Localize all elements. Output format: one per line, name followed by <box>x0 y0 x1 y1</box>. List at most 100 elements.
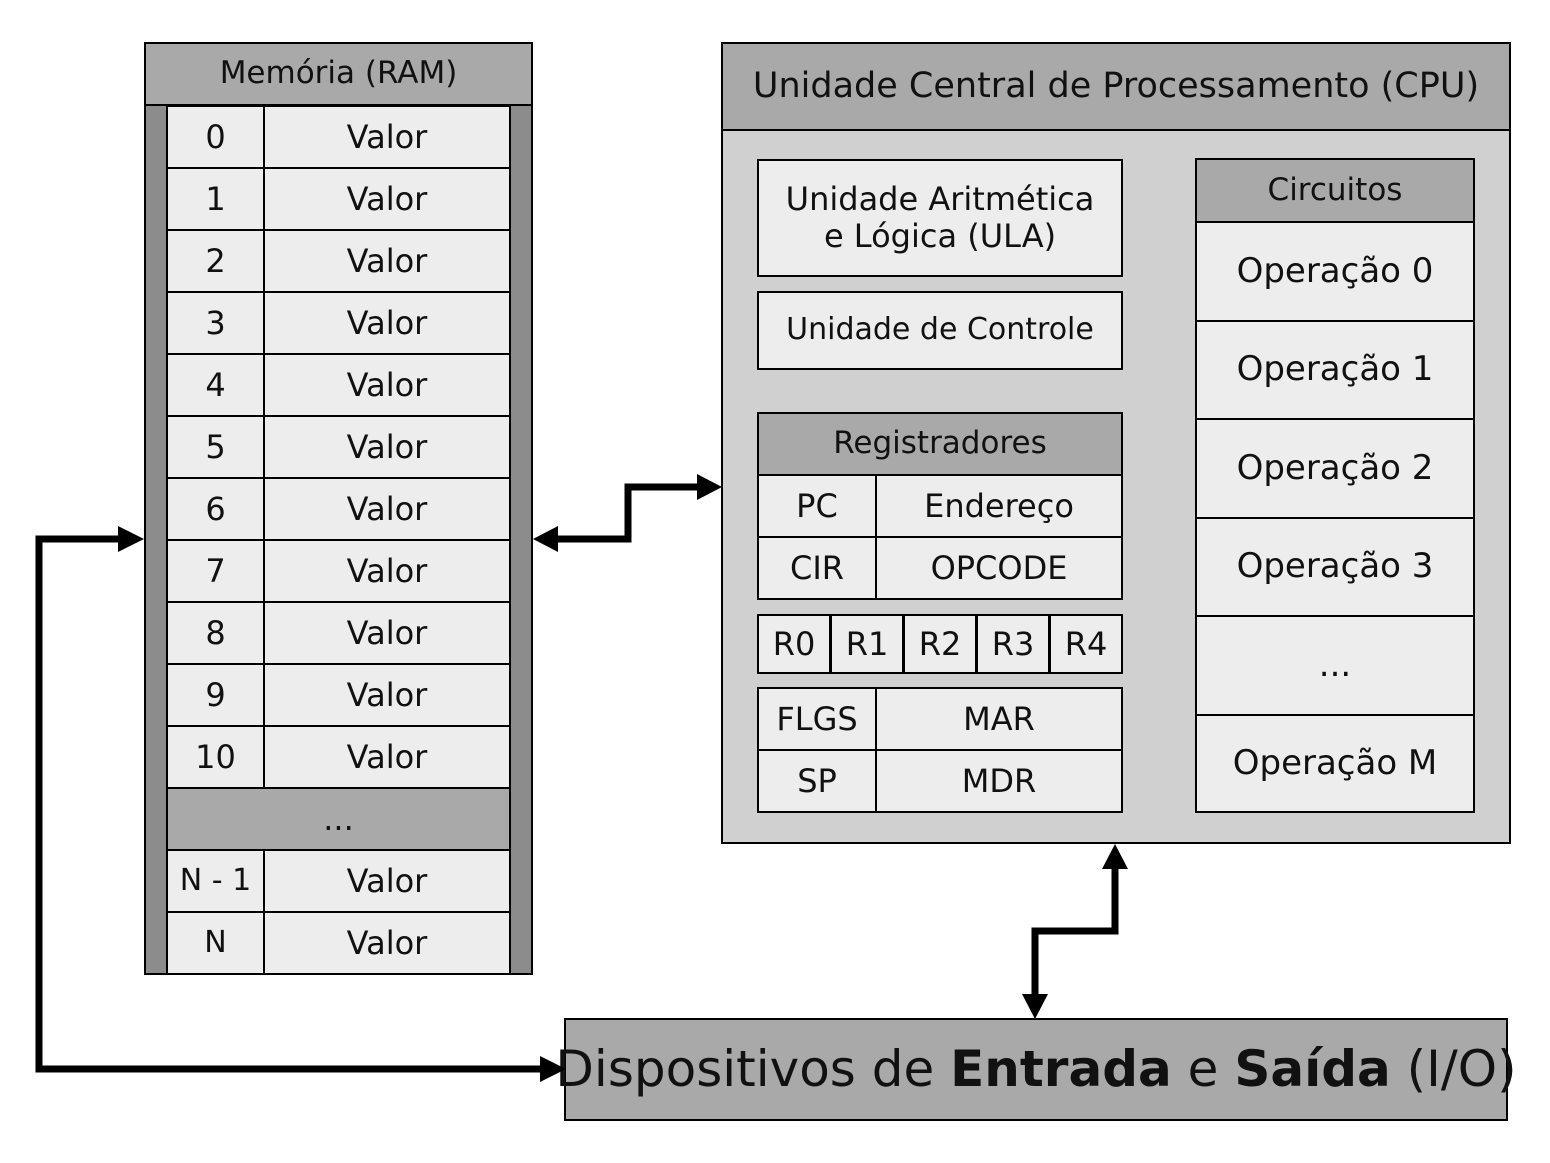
memory-address-8-text: 8 <box>205 613 226 652</box>
control-unit-box: Unidade de Controle <box>757 291 1123 370</box>
circuit-operation-4: ... <box>1195 615 1475 716</box>
memory-value-0-text: Valor <box>346 117 428 156</box>
memory-value-tail-1-text: Valor <box>346 923 428 962</box>
memory-value-7-text: Valor <box>346 551 428 590</box>
memory-address-10-text: 10 <box>195 737 236 776</box>
pc-value-text: Endereço <box>924 486 1074 525</box>
memory-value-1: Valor <box>263 167 511 231</box>
memory-value-tail-0: Valor <box>263 849 511 913</box>
memory-value-8-text: Valor <box>346 613 428 652</box>
register-r1: R1 <box>830 614 904 674</box>
arrowhead-to-memory-left <box>118 526 144 552</box>
register-r2-text: R2 <box>918 624 962 663</box>
register-r3-text: R3 <box>991 624 1035 663</box>
register-sp: SP <box>757 749 877 813</box>
memory-address-4-text: 4 <box>205 365 226 404</box>
io-text-and: e <box>1171 1039 1235 1098</box>
memory-address-tail-0-text: N - 1 <box>179 862 252 898</box>
register-flgs: FLGS <box>757 687 877 751</box>
memory-value-9-text: Valor <box>346 675 428 714</box>
mdr-text: MDR <box>961 761 1037 800</box>
memory-ellipsis-text: ... <box>323 799 354 838</box>
memory-address-8: 8 <box>166 601 265 665</box>
register-r1-text: R1 <box>845 624 889 663</box>
circuit-operation-3: Operação 3 <box>1195 516 1475 617</box>
circuit-operation-3-text: Operação 3 <box>1236 546 1434 587</box>
circuit-operation-0-text: Operação 0 <box>1236 250 1434 291</box>
memory-value-3: Valor <box>263 291 511 355</box>
io-devices-box: Dispositivos de Entrada e Saída (I/O) <box>555 1018 1517 1121</box>
control-unit-label: Unidade de Controle <box>786 312 1094 348</box>
memory-ellipsis: ... <box>166 787 511 851</box>
circuit-operation-1: Operação 1 <box>1195 319 1475 420</box>
memory-address-2-text: 2 <box>205 241 226 280</box>
memory-address-3-text: 3 <box>205 303 226 342</box>
memory-address-tail-1: N <box>166 911 265 975</box>
pc-label-text: PC <box>796 486 838 525</box>
io-text-part1: Dispositivos de <box>555 1039 951 1098</box>
memory-value-6-text: Valor <box>346 489 428 528</box>
io-text: Dispositivos de Entrada e Saída (I/O) <box>555 1039 1517 1099</box>
memory-address-7-text: 7 <box>205 551 226 590</box>
memory-value-1-text: Valor <box>346 179 428 218</box>
registers-title-text: Registradores <box>833 425 1047 462</box>
cpu-title: Unidade Central de Processamento (CPU) <box>721 42 1511 131</box>
circuits-title-text: Circuitos <box>1267 171 1403 208</box>
circuit-operation-5-text: Operação M <box>1232 742 1438 783</box>
memory-value-tail-1: Valor <box>263 911 511 975</box>
memory-value-10: Valor <box>263 725 511 789</box>
memory-value-9: Valor <box>263 663 511 727</box>
alu-label-line1: Unidade Aritmética <box>785 180 1095 219</box>
arrowhead-to-io-left <box>540 1056 566 1082</box>
register-pc-value: Endereço <box>875 474 1123 538</box>
memory-address-0: 0 <box>166 105 265 169</box>
register-mar: MAR <box>875 687 1123 751</box>
io-text-input: Entrada <box>950 1039 1172 1098</box>
memory-cpu-wire <box>553 483 700 543</box>
memory-address-9-text: 9 <box>205 675 226 714</box>
memory-value-4: Valor <box>263 353 511 417</box>
memory-address-9: 9 <box>166 663 265 727</box>
circuit-operation-4-text: ... <box>1318 644 1352 685</box>
memory-address-5-text: 5 <box>205 427 226 466</box>
memory-value-5-text: Valor <box>346 427 428 466</box>
circuits-title: Circuitos <box>1195 158 1475 223</box>
io-text-abbr: (I/O) <box>1390 1039 1517 1098</box>
arrowhead-to-memory-right <box>533 526 558 552</box>
memory-address-0-text: 0 <box>205 117 226 156</box>
circuit-operation-0: Operação 0 <box>1195 221 1475 322</box>
mar-text: MAR <box>963 699 1035 738</box>
memory-title-text: Memória (RAM) <box>219 55 458 92</box>
alu-label-line2: e Lógica (ULA) <box>823 217 1057 255</box>
arrowhead-down-to-io <box>1022 994 1048 1019</box>
memory-address-1-text: 1 <box>205 179 226 218</box>
cir-value-text: OPCODE <box>930 548 1068 587</box>
memory-address-5: 5 <box>166 415 265 479</box>
memory-title: Memória (RAM) <box>144 42 533 106</box>
memory-value-2: Valor <box>263 229 511 293</box>
arrowhead-up-to-cpu <box>1102 844 1128 869</box>
arrowhead-to-cpu <box>697 474 722 500</box>
memory-value-10-text: Valor <box>346 737 428 776</box>
register-r3: R3 <box>976 614 1050 674</box>
memory-value-4-text: Valor <box>346 365 428 404</box>
register-r2: R2 <box>903 614 977 674</box>
memory-value-tail-0-text: Valor <box>346 861 428 900</box>
memory-value-7: Valor <box>263 539 511 603</box>
memory-value-2-text: Valor <box>346 241 428 280</box>
memory-io-wire <box>35 535 545 1073</box>
io-text-output: Saída <box>1234 1039 1391 1098</box>
cpu-io-wire <box>1031 866 1119 998</box>
register-r4: R4 <box>1049 614 1123 674</box>
circuit-operation-1-text: Operação 1 <box>1236 349 1434 390</box>
cpu-title-text: Unidade Central de Processamento (CPU) <box>752 66 1480 107</box>
sp-text: SP <box>797 761 837 800</box>
memory-value-6: Valor <box>263 477 511 541</box>
memory-address-6-text: 6 <box>205 489 226 528</box>
memory-value-3-text: Valor <box>346 303 428 342</box>
memory-value-8: Valor <box>263 601 511 665</box>
alu-box: Unidade Aritmética e Lógica (ULA) <box>757 159 1123 277</box>
register-mdr: MDR <box>875 749 1123 813</box>
register-r4-text: R4 <box>1064 624 1108 663</box>
